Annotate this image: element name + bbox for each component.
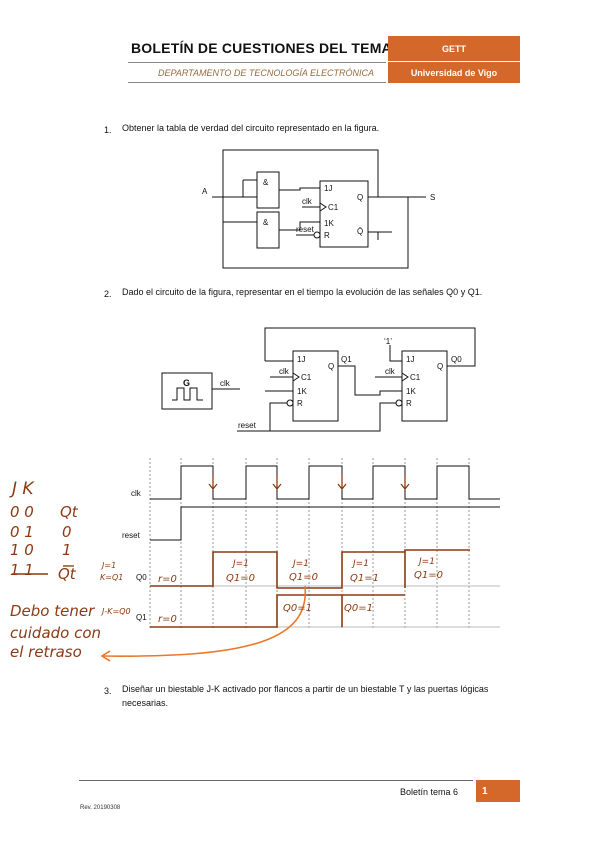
hw-note-2: cuidado con (10, 624, 101, 642)
header-divider (128, 62, 386, 63)
c1-input-label: A (202, 187, 208, 196)
hw-q1-init: r=0 (158, 614, 177, 625)
c2-ff1-1j: 1J (297, 355, 305, 364)
question-2-text: Dado el circuito de la figura, represent… (122, 287, 483, 297)
c2-ff2-1j: 1J (406, 355, 414, 364)
hw-q0-a3-q: Q1=1 (350, 573, 379, 584)
footer-divider (79, 780, 473, 781)
edge-marks (208, 475, 410, 491)
circuit-1 (212, 149, 426, 269)
hw-row1-in: 0 0 (10, 503, 34, 521)
hw-note-1: Debo tener (10, 602, 95, 620)
header-divider-bottom (128, 82, 386, 83)
page-number: 1 (476, 780, 520, 802)
hw-q0-init: r=0 (158, 574, 177, 585)
hw-q1-a1: Q0=1 (283, 603, 312, 614)
c2-ff1-1k: 1K (297, 387, 307, 396)
c2-ff2-c1: C1 (410, 373, 421, 382)
c1-pin-c1: C1 (328, 203, 339, 212)
delay-arrow (101, 585, 307, 657)
timing-clk-label: clk (131, 489, 142, 498)
c1-reset: reset (296, 225, 315, 234)
question-1-number: 1. (104, 125, 112, 135)
hw-q0-a2-j: J=1 (291, 559, 309, 569)
hw-q0-a3-j: J=1 (351, 559, 369, 569)
c1-gate2: & (263, 218, 269, 227)
hw-row1-out: Qt (60, 503, 79, 521)
timing-q0-label: Q0 (136, 573, 147, 582)
c2-gen-out: clk (220, 379, 231, 388)
c2-q0-label: Q0 (451, 355, 462, 364)
c1-pin-r: R (324, 231, 330, 240)
hw-q0-a4-q: Q1=0 (414, 570, 443, 581)
timing-reset-label: reset (122, 531, 141, 540)
hw-row3-in: 1 0 (10, 541, 34, 559)
hw-row3-out: 1 (62, 541, 72, 559)
c1-gate1: & (263, 178, 269, 187)
c1-clk: clk (302, 197, 313, 206)
hw-q0-a1-q: Q1=0 (226, 573, 255, 584)
c2-ff2-q: Q (437, 362, 443, 371)
c2-ff1-c1: C1 (301, 373, 312, 382)
q0-waveform (150, 549, 470, 589)
hw-row2-out: 0 (62, 523, 72, 541)
department-name: DEPARTAMENTO DE TECNOLOGÍA ELECTRÓNICA (158, 68, 375, 78)
c2-ff2-1k: 1K (406, 387, 416, 396)
footer-label: Boletín tema 6 (400, 787, 459, 797)
gett-badge: GETT (388, 36, 520, 61)
document-title: BOLETÍN DE CUESTIONES DEL TEMA 6 (131, 40, 404, 56)
circuit-2 (161, 327, 476, 432)
hw-row2-in: 0 1 (10, 523, 34, 541)
c2-q1-label: Q1 (341, 355, 352, 364)
hw-q0-a2-q: Q1=0 (289, 572, 318, 583)
hw-row4-in: 1 1 (10, 561, 34, 579)
c2-reset: reset (238, 421, 257, 430)
hw-q0-a4-j: J=1 (417, 557, 435, 567)
c2-ff1-q: Q (328, 362, 334, 371)
c2-ff2-r: R (406, 399, 412, 408)
hw-note-3: el retraso (10, 643, 82, 661)
hw-row4-out: Q̄t (58, 564, 77, 583)
question-3-number: 3. (104, 686, 112, 696)
university-badge: Universidad de Vigo (388, 62, 520, 83)
c2-generator: G (183, 378, 190, 388)
c1-pin-1k: 1K (324, 219, 334, 228)
hw-q0-left-j: J=1 (100, 561, 116, 570)
q1-waveform (150, 594, 405, 628)
question-2-number: 2. (104, 289, 112, 299)
c2-ff1-r: R (297, 399, 303, 408)
hw-q0-a1-j: J=1 (231, 559, 249, 569)
timing-diagram (149, 458, 500, 630)
c2-one-label: ‘1’ (384, 337, 392, 346)
c2-clk1: clk (279, 367, 290, 376)
c1-pin-1j: 1J (324, 184, 332, 193)
question-3-text: Diseñar un biestable J-K activado por fl… (122, 684, 489, 708)
hw-q1-a2: Q0=1 (344, 603, 373, 614)
timing-q1-label: Q1 (136, 613, 147, 622)
hw-jk-title: J K (9, 479, 35, 499)
hw-q0-left-k: K=Q1 (100, 573, 123, 582)
hw-q1-left: J-K=Q0 (100, 607, 131, 616)
c1-output-label: S (430, 193, 435, 202)
revision-label: Rev. 20190308 (80, 805, 121, 811)
c1-pin-qbar: Q̄ (357, 227, 363, 236)
c1-pin-q: Q (357, 193, 363, 202)
question-1-text: Obtener la tabla de verdad del circuito … (122, 123, 380, 133)
c2-clk2: clk (385, 367, 396, 376)
